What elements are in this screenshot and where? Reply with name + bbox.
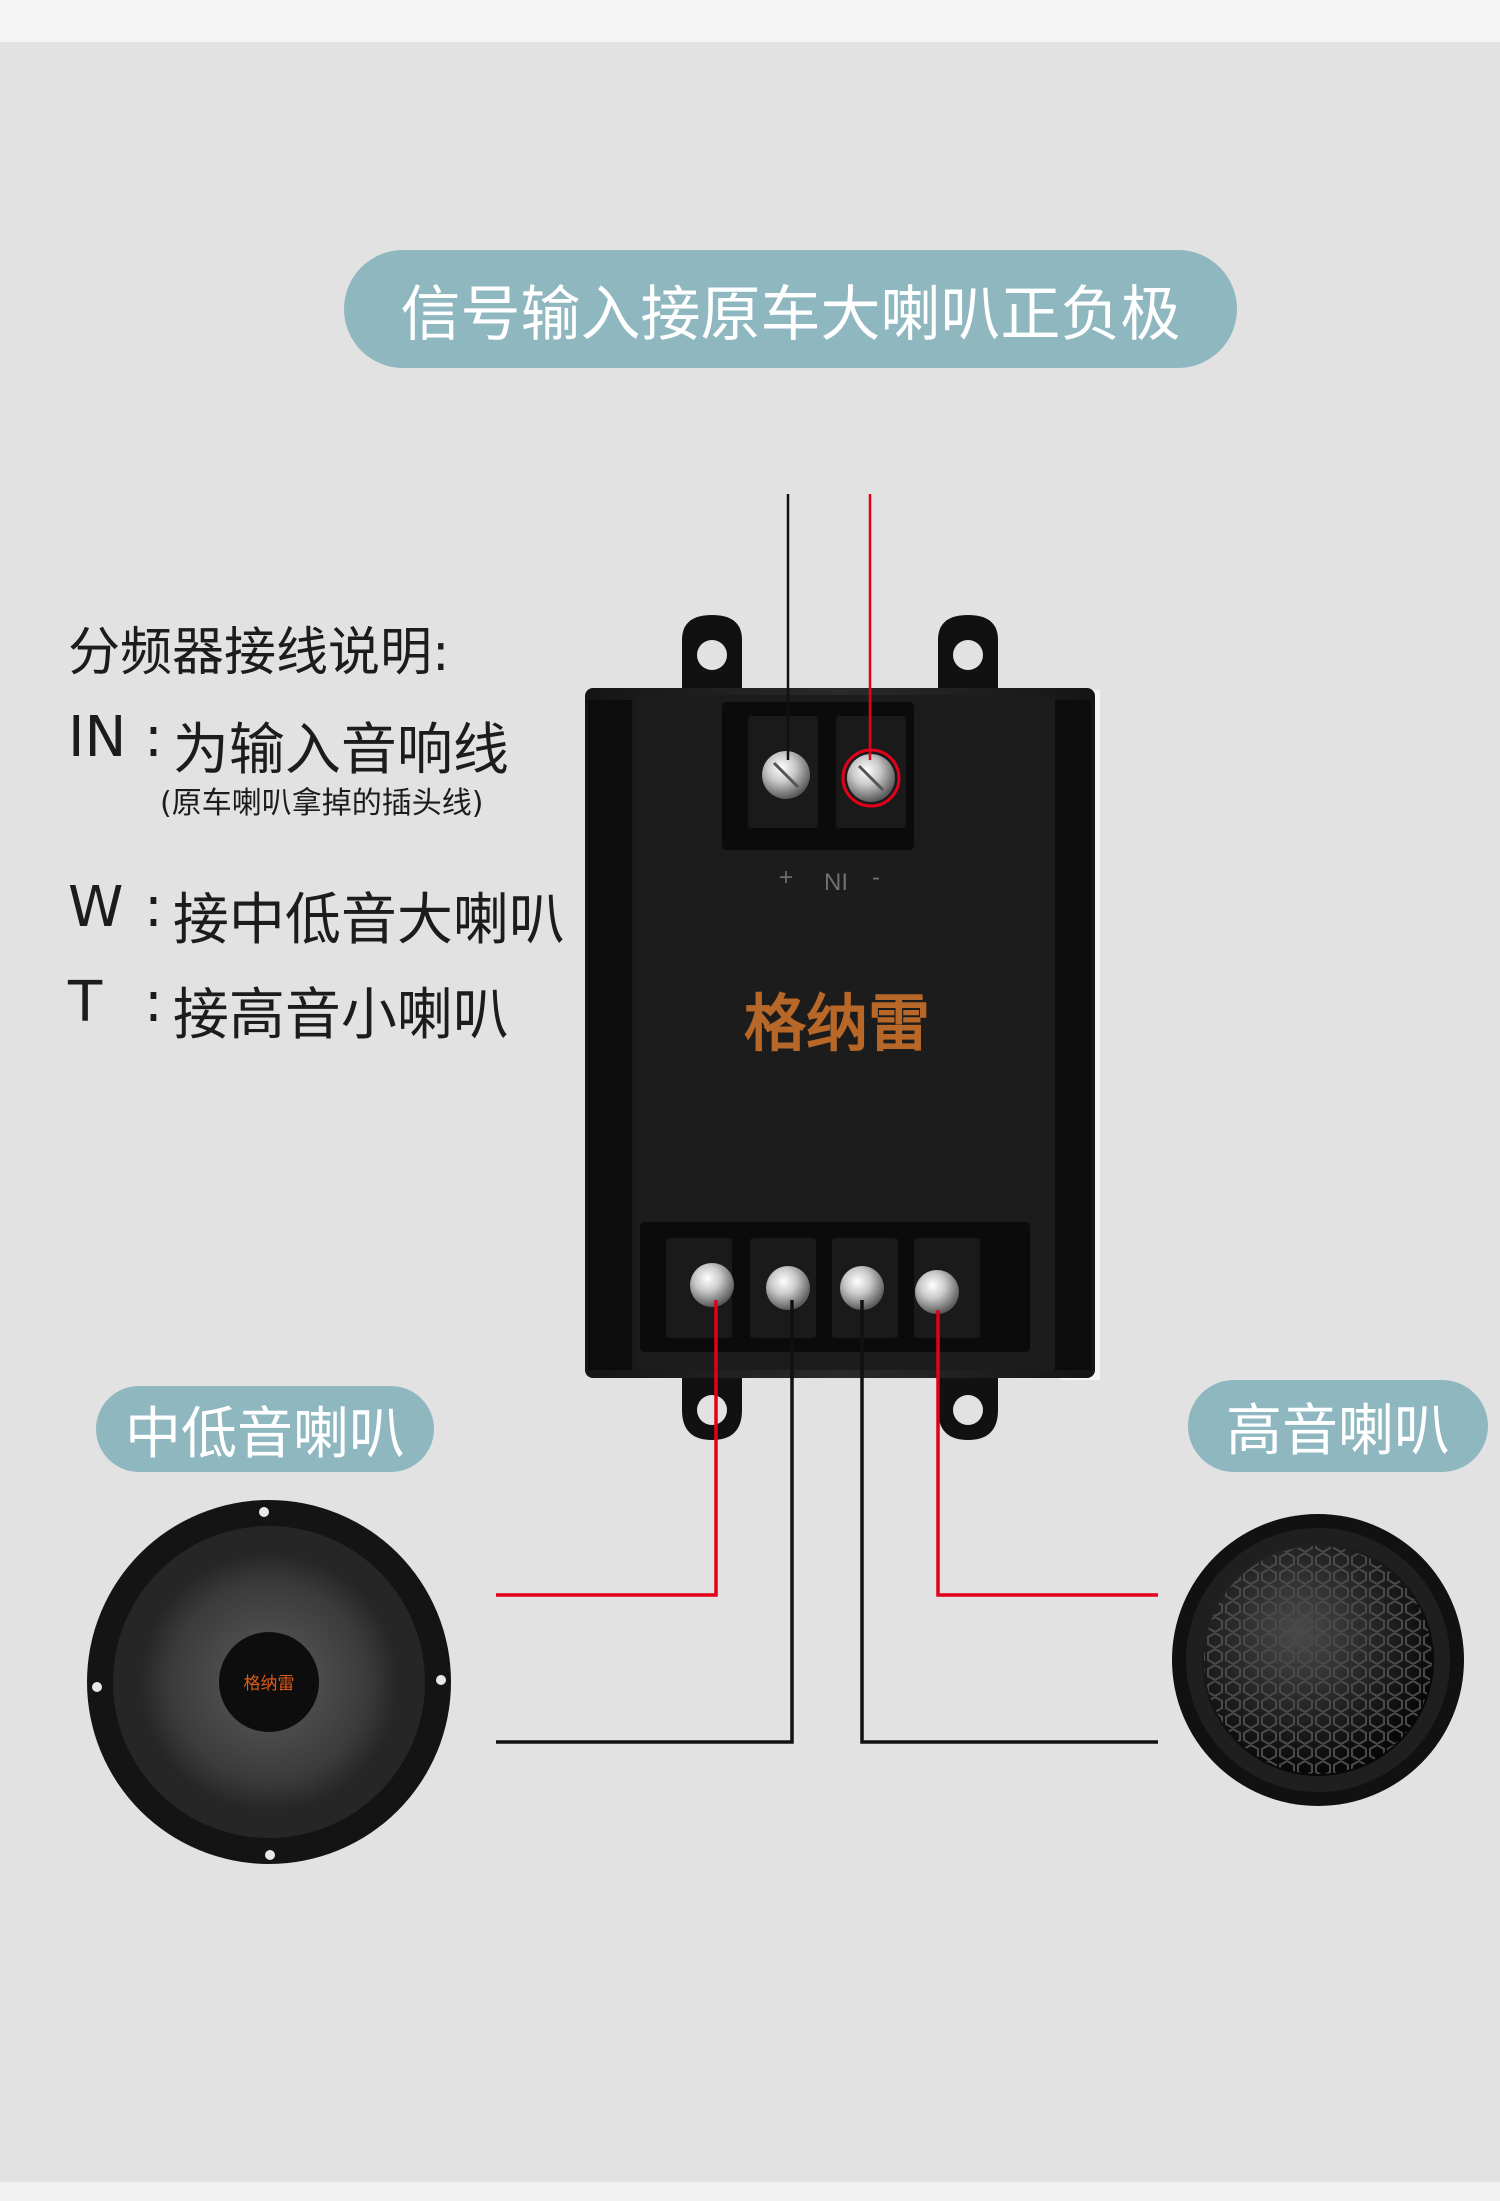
instruction-t-text: 接高音小喇叭	[172, 983, 509, 1048]
input-screw-minus-slot	[857, 764, 885, 792]
signal-input-banner: 信号输入接原车大喇叭正负极	[344, 250, 1237, 368]
output-screw-w-plus	[690, 1263, 734, 1307]
instruction-w-key: W	[68, 875, 124, 940]
tweeter-wire-red	[936, 1310, 1158, 1597]
instruction-w: W : 接中低音大喇叭	[68, 875, 565, 956]
instruction-w-sep: :	[144, 875, 163, 940]
tweeter-label-pill: 高音喇叭	[1188, 1380, 1488, 1472]
mount-hole-bottom-left	[697, 1395, 727, 1425]
input-plus-label: +	[779, 864, 793, 891]
woofer-label-pill: 中低音喇叭	[96, 1386, 434, 1472]
input-minus-label: -	[872, 864, 880, 891]
mount-hole-top-left	[697, 640, 727, 670]
tweeter-label: 高音喇叭	[1226, 1398, 1450, 1464]
tweeter-grille	[1204, 1546, 1432, 1774]
instruction-t: T : 接高音小喇叭	[68, 970, 509, 1051]
instruction-in-key: IN	[68, 705, 127, 770]
instructions-title: 分频器接线说明:	[68, 623, 450, 683]
mount-hole-top-right	[953, 640, 983, 670]
instruction-in: IN : 为输入音响线	[68, 705, 509, 786]
device-brand: 格纳雷	[744, 987, 930, 1060]
woofer-bolt-bottom	[265, 1850, 275, 1860]
top-band	[0, 0, 1500, 42]
output-screw-t-minus	[840, 1266, 884, 1310]
input-screw-plus-slot	[772, 761, 800, 789]
instruction-t-key: T	[68, 970, 103, 1035]
instruction-in-text: 为输入音响线	[172, 718, 509, 783]
woofer-wire-red	[496, 1300, 718, 1597]
woofer-bolt-top	[259, 1507, 269, 1517]
woofer-cap-logo: 格纳雷	[244, 1674, 295, 1694]
crossover-unit: + NI - 格纳雷	[585, 615, 1100, 1440]
instruction-w-text: 接中低音大喇叭	[172, 888, 565, 953]
instruction-in-note: (原车喇叭拿掉的插头线)	[160, 786, 484, 821]
tweeter-speaker	[1172, 1514, 1464, 1806]
instruction-t-sep: :	[144, 970, 163, 1035]
input-label: NI	[824, 869, 848, 896]
woofer-dust-cap	[219, 1632, 319, 1732]
woofer-bolt-right	[436, 1675, 446, 1685]
bottom-band	[0, 2182, 1500, 2201]
woofer-wire-black	[496, 1300, 794, 1744]
tweeter-wire-black	[860, 1300, 1158, 1744]
woofer-speaker: 格纳雷	[87, 1500, 451, 1864]
woofer-label: 中低音喇叭	[125, 1401, 405, 1467]
mount-hole-bottom-right	[953, 1395, 983, 1425]
output-screw-w-minus	[766, 1266, 810, 1310]
signal-input-banner-text: 信号输入接原车大喇叭正负极	[400, 279, 1181, 350]
output-screw-t-plus	[915, 1270, 959, 1314]
woofer-bolt-left	[92, 1682, 102, 1692]
instruction-in-sep: :	[144, 705, 163, 770]
device-edge-right	[1055, 700, 1091, 1370]
device-edge-left	[588, 700, 632, 1370]
